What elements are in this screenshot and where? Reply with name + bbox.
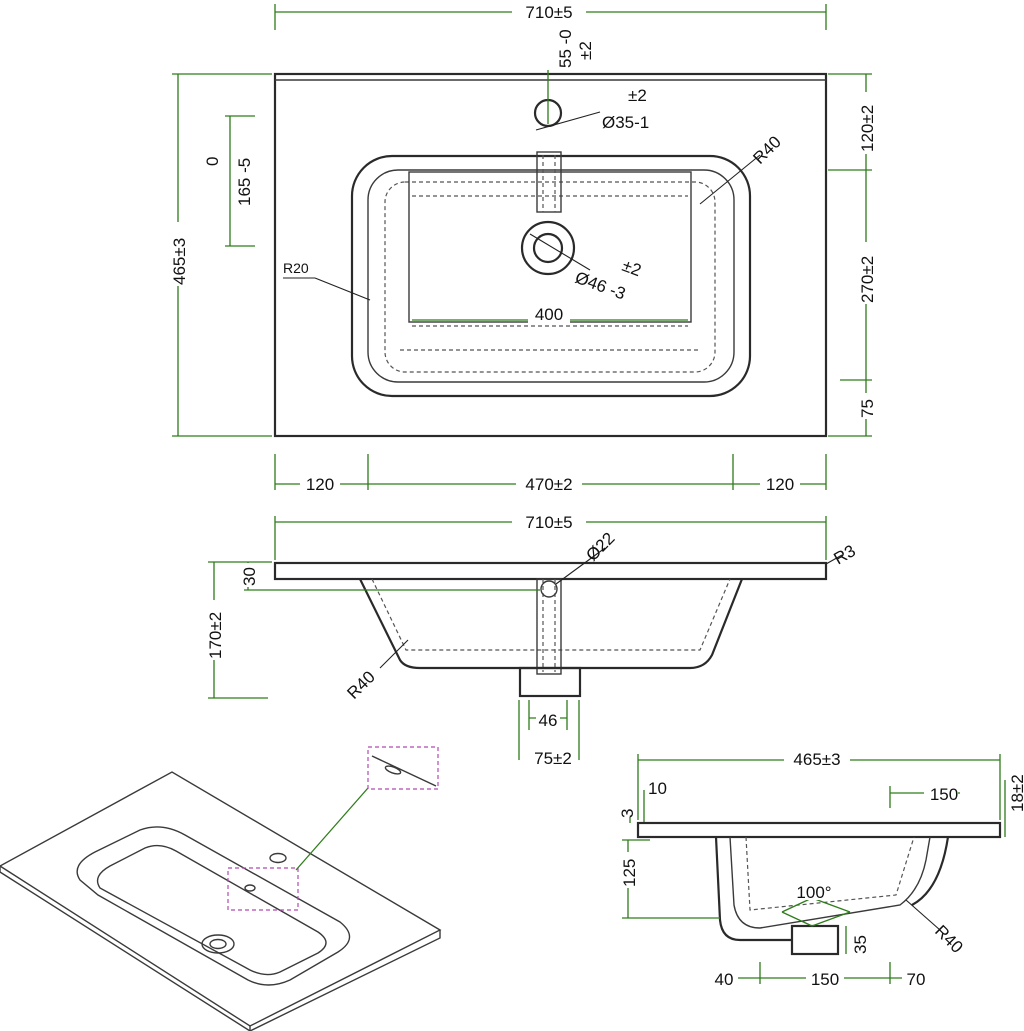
- basin-top-outline: [273, 72, 828, 438]
- isometric-view: [0, 746, 442, 1031]
- drain-height-label: 35: [851, 935, 870, 954]
- top-view: 710±5 55 -0 ±2 ±2 Ø35-1 R40 120±2 270±2 …: [168, 2, 877, 494]
- tap-offset-b-label: ±2: [576, 41, 595, 60]
- drain-outer-label: 75±2: [534, 749, 572, 768]
- side-rim: [636, 821, 1002, 839]
- side-left-label: 120: [306, 475, 334, 494]
- slope-angle-label: 100°: [796, 883, 831, 902]
- drain-tol-label: ±2: [620, 256, 644, 280]
- rim-label: 10: [648, 779, 667, 798]
- top-depth-label: 465±3: [170, 238, 189, 285]
- front-rim: [273, 561, 828, 581]
- front-drain: [518, 666, 582, 698]
- front-bowl-radius-label: R40: [343, 667, 378, 702]
- bowl-height-label: 125: [620, 859, 639, 887]
- side-right-label: 120: [766, 475, 794, 494]
- bowl-offset-b-label: 165 -5: [235, 158, 254, 206]
- front-margin-label: 120±2: [858, 105, 877, 152]
- rim-top-label: 3: [618, 809, 637, 818]
- edge-radius-label: R3: [831, 541, 859, 568]
- bowl-outer: [350, 154, 752, 398]
- inner-radius-label: R20: [283, 260, 309, 276]
- side-view: 465±3 10 150 18±2 3 125 100° 35 R40 40 1…: [618, 749, 1024, 989]
- top-width-label: 710±5: [525, 3, 572, 22]
- front-view: 710±5 Ø22 R3 30 170±2 R40 46 75±2: [204, 512, 859, 768]
- tap-offset-a-label: 55 -0: [556, 29, 575, 68]
- tap-dia-tol-label: ±2: [628, 86, 647, 105]
- side-drain: [790, 924, 840, 956]
- left-margin-label: 40: [715, 970, 734, 989]
- front-height-label: 170±2: [206, 612, 225, 659]
- bowl-inner-width-label: 400: [535, 305, 563, 324]
- detail-callout: [367, 746, 439, 790]
- back-margin-label: 75: [858, 399, 877, 418]
- side-depth-label: 465±3: [793, 750, 840, 769]
- corner-radius-label: R40: [749, 132, 784, 167]
- tap-dia-label: Ø35-1: [602, 113, 649, 132]
- rim-thickness-label: 30: [240, 567, 259, 586]
- drain-inner-label: 46: [539, 711, 558, 730]
- bowl-depth-label: 270±2: [858, 256, 877, 303]
- right-margin-label: 70: [907, 970, 926, 989]
- drain-hole: [520, 220, 576, 276]
- basin-3d-outline: [0, 771, 442, 1027]
- bowl-offset-a-label: 0: [203, 157, 222, 166]
- bottom-width-label: 150: [811, 970, 839, 989]
- front-width-label: 710±5: [525, 513, 572, 532]
- overflow-dia-label: Ø22: [582, 529, 618, 565]
- overflow-pos-label: 150: [930, 785, 958, 804]
- bowl-width-label: 470±2: [525, 475, 572, 494]
- right-height-label: 18±2: [1008, 774, 1024, 812]
